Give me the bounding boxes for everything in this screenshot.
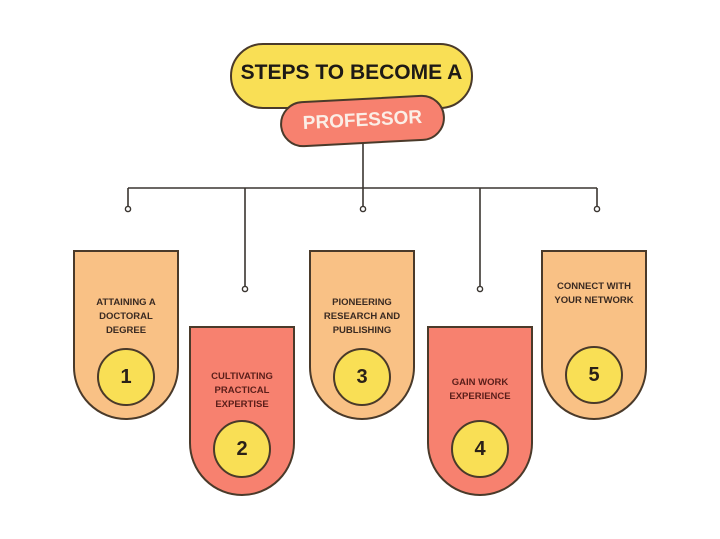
step-label: PIONEERING RESEARCH AND PUBLISHING	[323, 297, 401, 336]
step-card-2: CULTIVATING PRACTICAL EXPERTISE 2	[189, 326, 295, 496]
connector-dot	[241, 285, 249, 293]
title-pill-highlight: PROFESSOR	[278, 93, 447, 149]
step-card-1: ATTAINING A DOCTORAL DEGREE 1	[73, 250, 179, 420]
connector-dot	[359, 205, 367, 213]
step-number-badge: 1	[97, 348, 155, 406]
connector-dot	[476, 285, 484, 293]
step-label: GAIN WORK EXPERIENCE	[449, 377, 511, 402]
step-number-badge: 4	[451, 420, 509, 478]
step-number-badge: 5	[565, 346, 623, 404]
step-card-4: GAIN WORK EXPERIENCE 4	[427, 326, 533, 496]
step-number-badge: 2	[213, 420, 271, 478]
step-number-badge: 3	[333, 348, 391, 406]
step-label: CONNECT WITH YOUR NETWORK	[554, 281, 634, 306]
step-label: ATTAINING A DOCTORAL DEGREE	[96, 297, 156, 336]
connector-dot	[124, 205, 132, 213]
step-card-5: CONNECT WITH YOUR NETWORK 5	[541, 250, 647, 420]
connector-dot	[593, 205, 601, 213]
step-label: CULTIVATING PRACTICAL EXPERTISE	[211, 371, 273, 410]
step-card-3: PIONEERING RESEARCH AND PUBLISHING 3	[309, 250, 415, 420]
